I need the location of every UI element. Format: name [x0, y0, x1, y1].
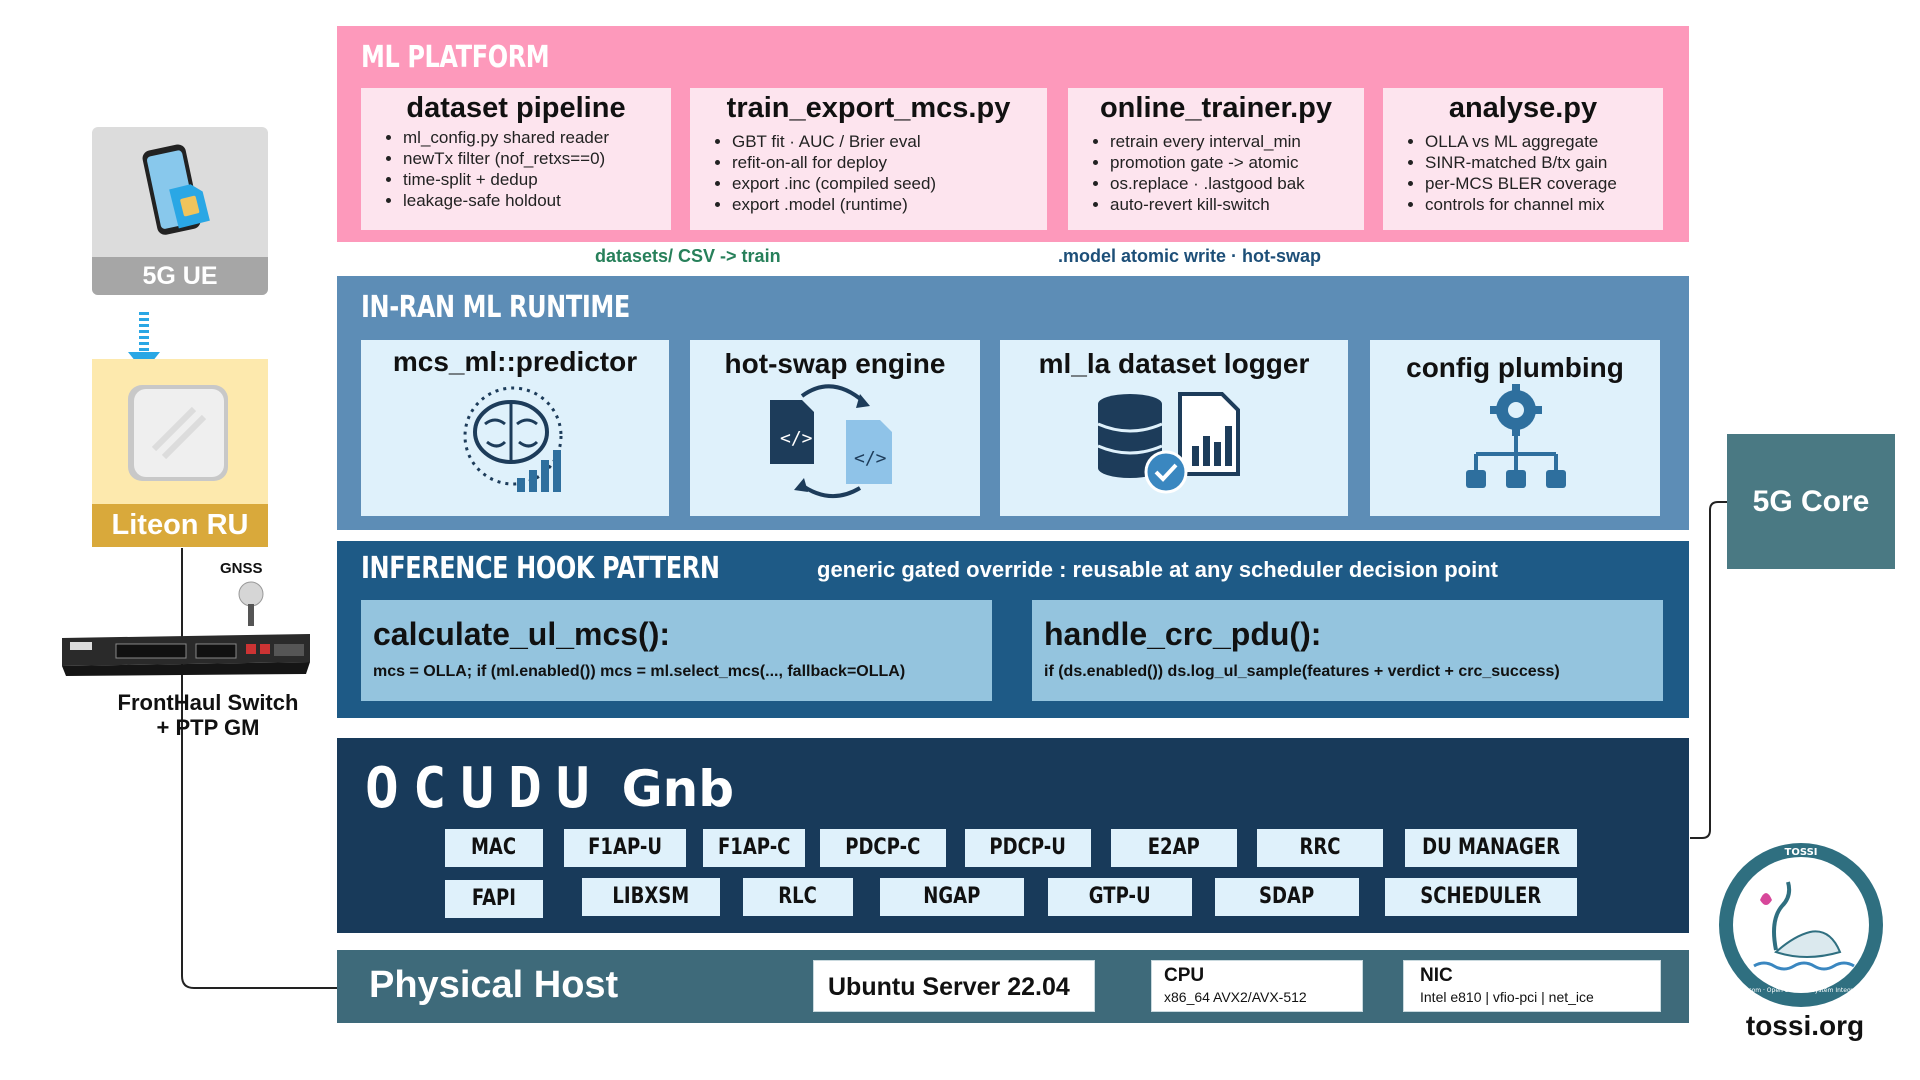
host-title: Physical Host [369, 964, 619, 1006]
radio-unit-icon [128, 385, 228, 481]
ml-card-train-export: train_export_mcs.py GBT fit · AUC / Brie… [690, 88, 1047, 230]
ru-to-host-line [181, 548, 337, 989]
card-list: OLLA vs ML aggregate SINR-matched B/tx g… [1383, 131, 1663, 215]
code-files-swap-icon: </> </> [770, 384, 892, 499]
gnb-logo: OCUDU Gnb [365, 756, 734, 821]
core-box: 5G Core [1727, 434, 1895, 569]
card-title: dataset pipeline [406, 92, 626, 124]
card-title: analyse.py [1448, 92, 1598, 124]
module-du-manager: DU MANAGER [1405, 829, 1577, 867]
fronthaul-switch-icon [62, 634, 310, 676]
flow-label-model-write: .model atomic write · hot-swap [1058, 246, 1322, 266]
module-f1ap-c: F1AP-C [703, 829, 805, 867]
list-item: promotion gate -> atomic [1110, 152, 1364, 173]
host-cpu-title: CPU [1164, 965, 1205, 986]
tossi-site-label: tossi.org [1745, 1010, 1865, 1041]
ml-card-analyse: analyse.py OLLA vs ML aggregate SINR-mat… [1383, 88, 1663, 230]
ue-label: 5G UE [92, 257, 268, 295]
hook-subtitle: generic gated override : reusable at any… [817, 557, 1498, 582]
switch-label-line1: FrontHaul Switch [117, 690, 299, 715]
svg-text:</>: </> [780, 428, 813, 449]
tossi-badge-text: TOSSI [1785, 847, 1818, 858]
module-f1ap-u: F1AP-U [564, 829, 686, 867]
list-item: controls for channel mix [1425, 194, 1663, 215]
ru-label: Liteon RU [92, 504, 268, 547]
hook-card-code: mcs = OLLA; if (ml.enabled()) mcs = ml.s… [373, 663, 906, 680]
rt-card-config-plumbing: config plumbing [1370, 340, 1660, 516]
hook-card-ul-mcs: calculate_ul_mcs(): mcs = OLLA; if (ml.e… [361, 600, 992, 701]
gnss-antenna-icon [238, 581, 264, 626]
hook-card-code: if (ds.enabled()) ds.log_ul_sample(featu… [1044, 663, 1560, 680]
rt-card-hot-swap: hot-swap engine </> </> [690, 340, 980, 516]
list-item: per-MCS BLER coverage [1425, 173, 1663, 194]
svg-text:</>: </> [854, 448, 887, 469]
card-list: retrain every interval_min promotion gat… [1068, 131, 1364, 215]
card-list: ml_config.py shared reader newTx filter … [361, 127, 671, 211]
list-item: GBT fit · AUC / Brier eval [732, 131, 1047, 152]
list-item: refit-on-all for deploy [732, 152, 1047, 173]
gnb-suffix: Gnb [621, 759, 735, 818]
list-item: os.replace · .lastgood bak [1110, 173, 1364, 194]
hook-card-title: handle_crc_pdu(): [1044, 616, 1322, 652]
ocudu-logo: OCUDU [365, 756, 604, 821]
list-item: export .inc (compiled seed) [732, 173, 1047, 194]
list-item: OLLA vs ML aggregate [1425, 131, 1663, 152]
card-title: ml_la dataset logger [1038, 348, 1310, 379]
list-item: newTx filter (nof_retxs==0) [403, 148, 671, 169]
ml-card-dataset-pipeline: dataset pipeline ml_config.py shared rea… [361, 88, 671, 230]
list-item: retrain every interval_min [1110, 131, 1364, 152]
module-sdap: SDAP [1215, 878, 1359, 916]
tossi-ring-text: Telecom · Open Source · System Integrato… [1736, 987, 1866, 994]
brain-chart-icon [463, 386, 563, 492]
module-e2ap: E2AP [1111, 829, 1237, 867]
module-fapi: FAPI [445, 880, 543, 918]
switch-label: FrontHaul Switch + PTP GM [96, 690, 320, 740]
card-title: hot-swap engine [724, 348, 946, 379]
hook-card-crc-pdu: handle_crc_pdu(): if (ds.enabled()) ds.l… [1032, 600, 1663, 701]
module-ngap: NGAP [880, 878, 1024, 916]
runtime-title: IN-RAN ML RUNTIME [361, 290, 630, 325]
hook-card-title: calculate_ul_mcs(): [373, 616, 671, 652]
module-rrc: RRC [1257, 829, 1383, 867]
module-pdcp-c: PDCP-C [820, 829, 946, 867]
list-item: time-split + dedup [403, 169, 671, 190]
host-cpu-box: CPU x86_64 AVX2/AVX-512 [1151, 960, 1363, 1012]
switch-label-line2: + PTP GM [156, 715, 260, 740]
card-title: online_trainer.py [1099, 92, 1333, 124]
phone-sim-icon [142, 144, 210, 235]
gnss-label: GNSS [220, 560, 263, 577]
module-libxsm: LIBXSM [582, 878, 720, 916]
host-os-box: Ubuntu Server 22.04 [813, 960, 1095, 1012]
database-report-icon [1097, 392, 1240, 494]
rt-card-predictor: mcs_ml::predictor [361, 340, 669, 516]
card-title: mcs_ml::predictor [392, 346, 638, 377]
list-item: ml_config.py shared reader [403, 127, 671, 148]
list-item: auto-revert kill-switch [1110, 194, 1364, 215]
module-scheduler: SCHEDULER [1385, 878, 1577, 916]
module-rlc: RLC [743, 878, 853, 916]
card-list: GBT fit · AUC / Brier eval refit-on-all … [690, 131, 1047, 215]
host-nic-detail: Intel e810 | vfio-pci | net_ice [1420, 989, 1594, 1005]
list-item: SINR-matched B/tx gain [1425, 152, 1663, 173]
list-item: leakage-safe holdout [403, 190, 671, 211]
module-mac: MAC [445, 829, 543, 867]
flow-label-datasets: datasets/ CSV -> train [595, 246, 781, 266]
module-gtp-u: GTP-U [1048, 878, 1192, 916]
host-nic-title: NIC [1420, 965, 1453, 986]
host-cpu-detail: x86_64 AVX2/AVX-512 [1164, 989, 1307, 1005]
tossi-logo: TOSSI Telecom · Open Source · System Int… [1719, 843, 1883, 1007]
rt-card-dataset-logger: ml_la dataset logger [1000, 340, 1348, 516]
hook-title: INFERENCE HOOK PATTERN [361, 551, 720, 586]
card-title: train_export_mcs.py [726, 92, 1011, 124]
ml-card-online-trainer: online_trainer.py retrain every interval… [1068, 88, 1364, 230]
gear-hierarchy-icon [1466, 384, 1566, 488]
ml-platform-title: ML PLATFORM [361, 40, 550, 75]
list-item: export .model (runtime) [732, 194, 1047, 215]
module-pdcp-u: PDCP-U [965, 829, 1091, 867]
gnb-to-core-line [1690, 501, 1727, 839]
host-nic-box: NIC Intel e810 | vfio-pci | net_ice [1403, 960, 1661, 1012]
card-title: config plumbing [1406, 352, 1624, 383]
host-os-label: Ubuntu Server 22.04 [828, 973, 1070, 1001]
